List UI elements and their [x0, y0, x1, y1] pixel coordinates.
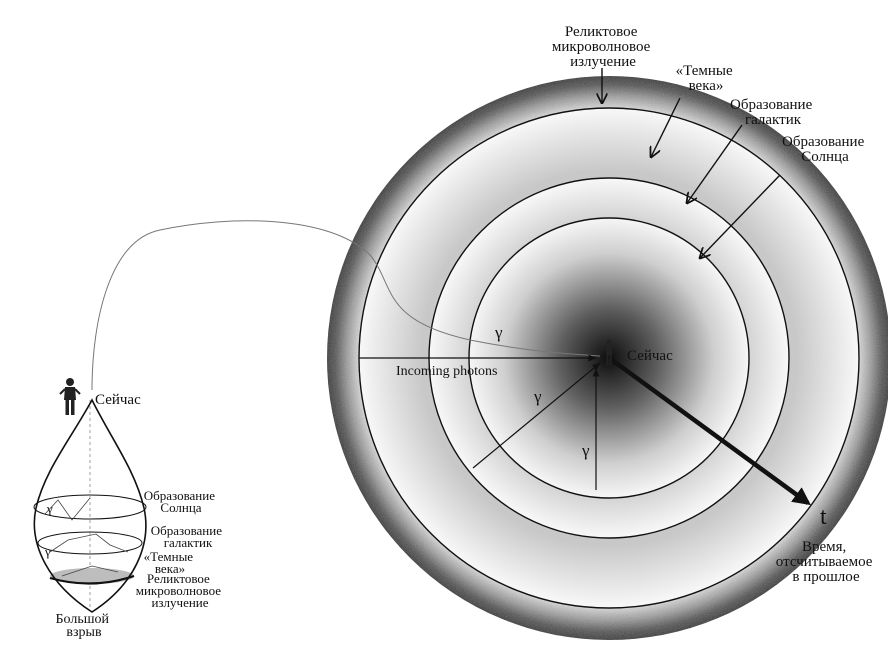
cone-now-label: Сейчас: [95, 392, 141, 408]
cone-photon-path-lower: [50, 534, 128, 552]
cone-sun-formation-label: Образование Солнца: [144, 488, 219, 515]
time-axis-label: t: [820, 504, 827, 530]
cone-galaxy-formation-label: Образование галактик: [151, 523, 226, 550]
gamma-label-up: γ: [581, 441, 590, 460]
cone-big-bang-label: Большой взрыв: [56, 612, 113, 640]
cone-gamma-upper: γ: [46, 501, 53, 516]
cone-cmb-label: Реликтовое микроволновое излучение: [136, 571, 225, 610]
gamma-label-left: γ: [494, 323, 503, 342]
cone-gamma-lower: γ: [44, 544, 51, 559]
incoming-photons-label: Incoming photons: [396, 364, 498, 379]
now-label: Сейчас: [627, 348, 673, 364]
gamma-label-diagonal: γ: [533, 387, 542, 406]
cmb-label: Реликтовое микроволновое излучение: [552, 24, 654, 70]
person-standing-icon: [60, 378, 80, 415]
